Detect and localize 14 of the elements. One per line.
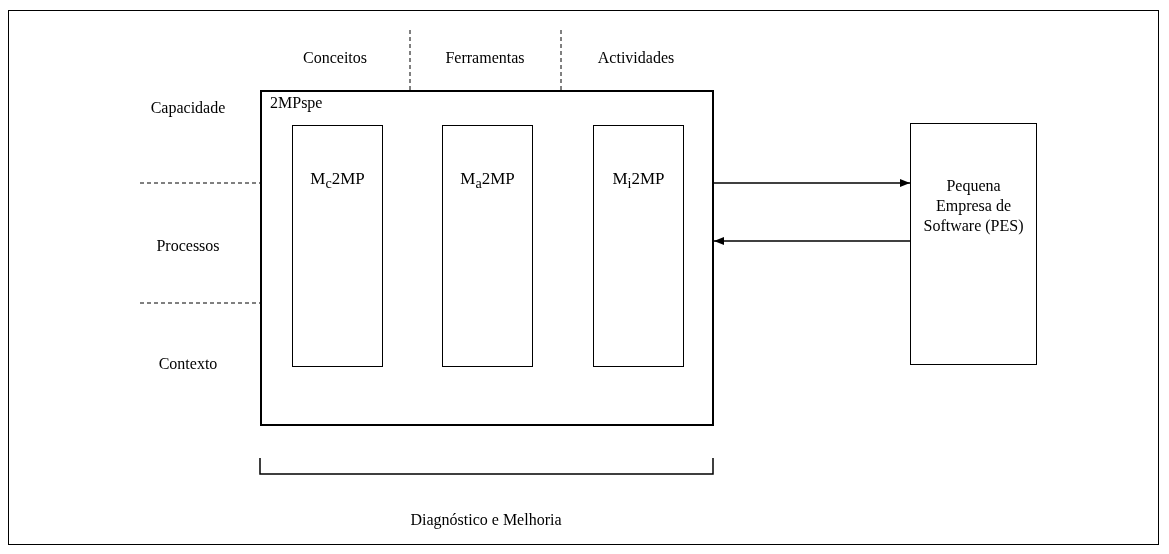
module-name: M$_{i}$2MP (611, 169, 666, 193)
organization-box (910, 123, 1037, 365)
module-name: M$_{c}$2MP (309, 169, 366, 193)
bracket-label: Diagnóstico e Melhoria (410, 511, 562, 529)
framework-box (260, 90, 714, 426)
module-box (442, 125, 533, 367)
framework-title: 2MPspe (270, 94, 323, 112)
organization-name: Pequena Empresa de Software (PES) (922, 176, 1025, 236)
module-name: M$_{a}$2MP (459, 169, 516, 193)
module-box (593, 125, 684, 367)
row-label: Capacidade (150, 99, 226, 117)
module-box (292, 125, 383, 367)
arrow (713, 237, 911, 245)
arrow (713, 179, 911, 187)
